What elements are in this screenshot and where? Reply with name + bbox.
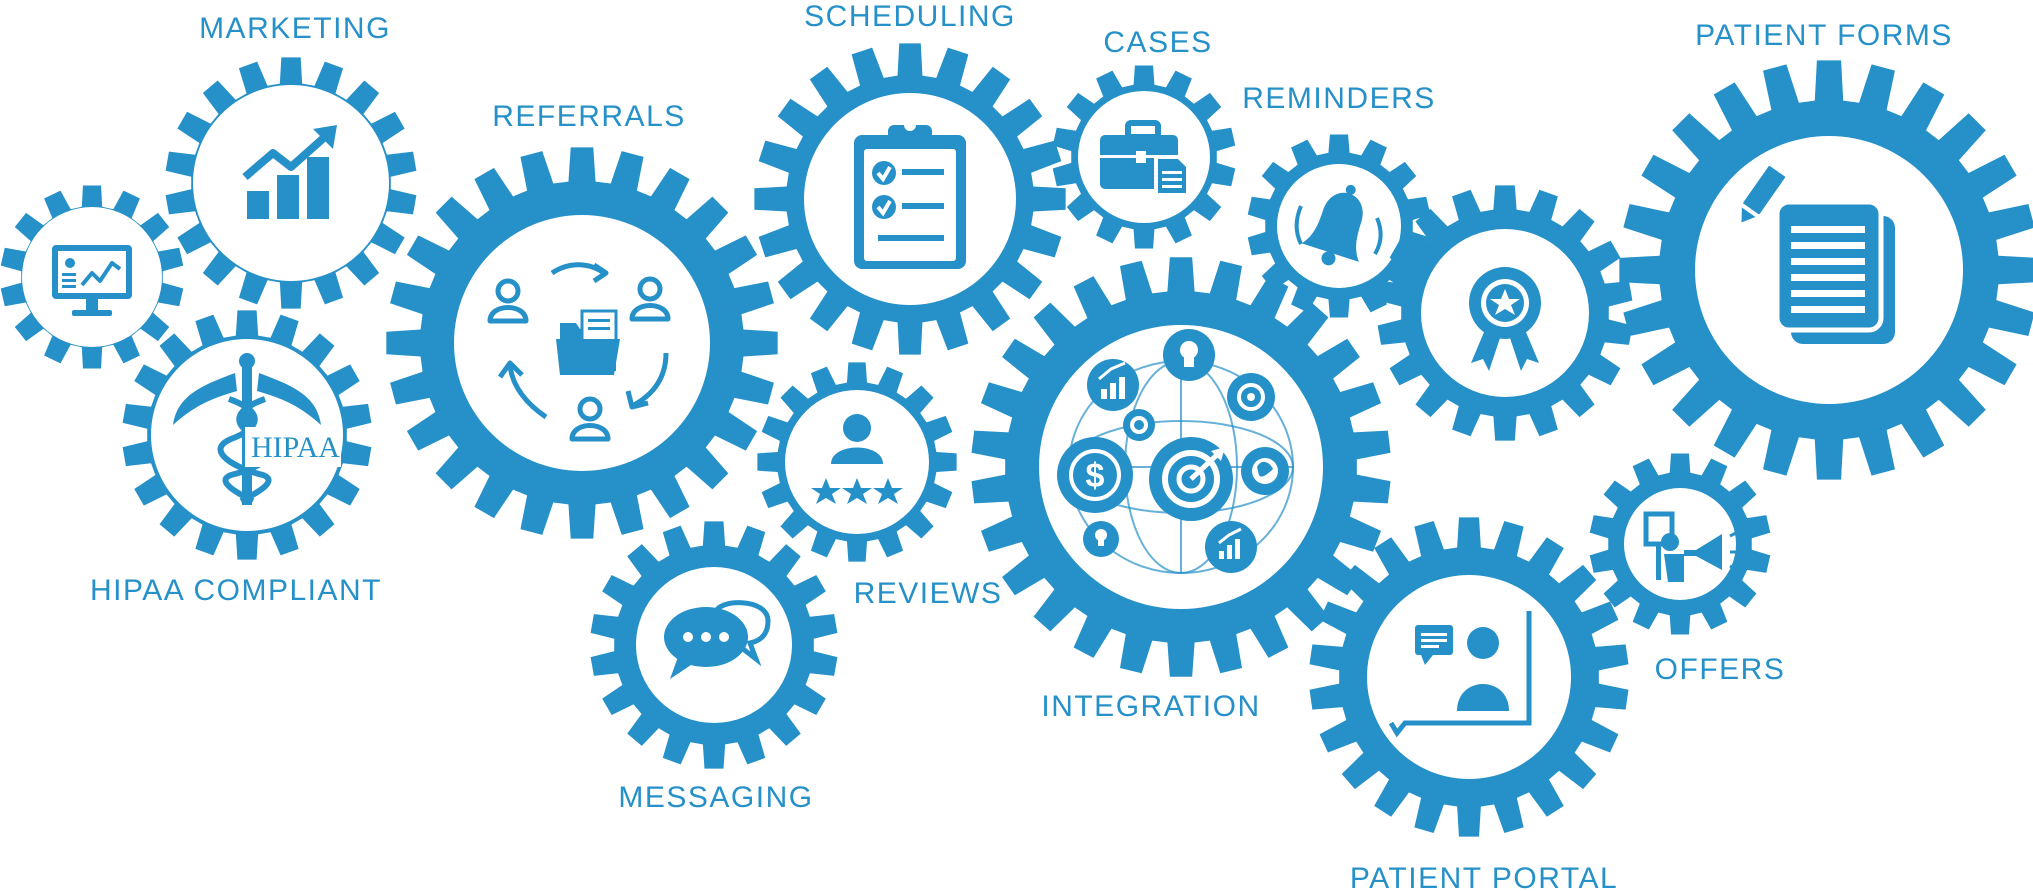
label-referrals: REFERRALS	[492, 100, 686, 133]
award-ribbon-icon	[1469, 267, 1541, 371]
document-pencil-icon	[1737, 161, 1895, 344]
gear-patient-forms	[1619, 60, 2033, 480]
gear-scheduling	[754, 43, 1066, 355]
label-messaging: MESSAGING	[618, 781, 813, 814]
label-hipaa-compliant: HIPAA COMPLIANT	[90, 574, 382, 607]
caduceus-hipaa-icon: HIPAA	[173, 353, 341, 505]
person-stars-icon	[811, 414, 903, 504]
gear-referrals	[386, 147, 778, 539]
referral-cycle-icon	[487, 262, 671, 442]
svg-text:$: $	[1086, 457, 1105, 495]
label-scheduling: SCHEDULING	[804, 0, 1016, 33]
clipboard-checklist-icon	[854, 119, 966, 269]
label-marketing: MARKETING	[199, 12, 391, 45]
label-integration: INTEGRATION	[1041, 690, 1260, 723]
monitor-chart-icon	[52, 245, 132, 316]
briefcase-icon	[1100, 120, 1190, 197]
label-offers: OFFERS	[1655, 653, 1786, 686]
hipaa-logo-text: HIPAA	[251, 431, 340, 464]
gear-awards	[1377, 185, 1633, 441]
gear-offers	[1589, 453, 1771, 635]
integration-network-icon: $	[1057, 329, 1294, 574]
label-reviews: REVIEWS	[854, 577, 1003, 610]
label-patient-forms: PATIENT FORMS	[1695, 19, 1953, 52]
label-patient-portal: PATIENT PORTAL	[1350, 862, 1618, 891]
gear-integration	[971, 257, 1391, 677]
megaphone-icon	[1643, 511, 1740, 582]
gear-patient-portal	[1309, 517, 1629, 837]
growth-chart-icon	[242, 125, 337, 219]
presentation-user-icon	[1388, 611, 1532, 738]
label-reminders: REMINDERS	[1242, 82, 1436, 115]
bell-icon	[1294, 184, 1383, 266]
gear-reminders	[1247, 134, 1431, 318]
chat-bubbles-icon	[664, 600, 771, 679]
gear-messaging	[590, 521, 838, 769]
label-cases: CASES	[1103, 26, 1212, 59]
